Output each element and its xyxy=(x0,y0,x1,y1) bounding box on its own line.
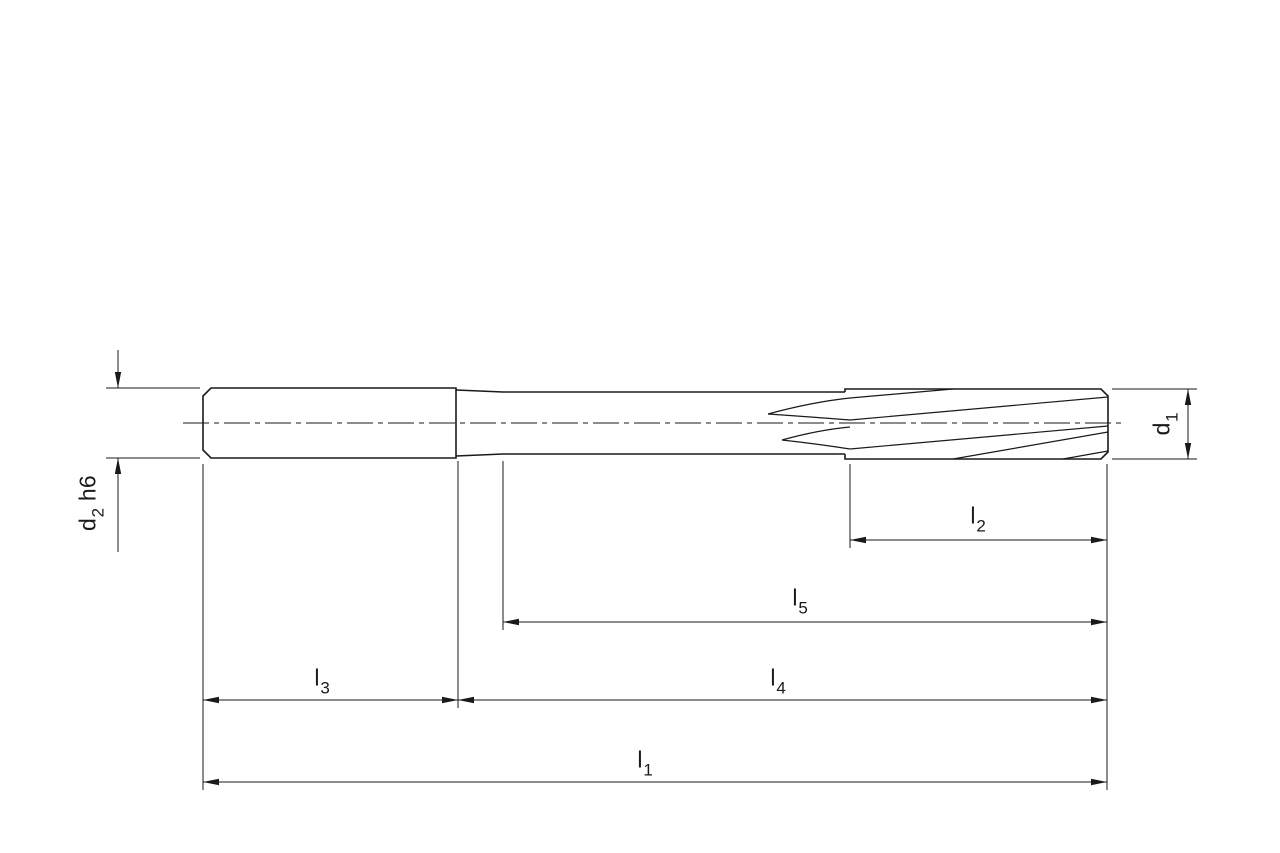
dim-d2-sub: 2 xyxy=(88,507,108,518)
dim-l1-base: l xyxy=(637,746,643,773)
dim-l3-base: l xyxy=(314,664,320,691)
dim-l2-base: l xyxy=(970,502,976,529)
flute-lines xyxy=(767,388,1109,460)
dim-d2-base: d xyxy=(74,517,101,532)
reamer-outline xyxy=(202,387,1109,460)
shank-outline xyxy=(202,387,457,459)
dim-label-l4: l4 xyxy=(770,664,785,697)
flute-runout-upper-lower-edge xyxy=(767,413,851,421)
dim-l4-sub: 4 xyxy=(776,678,787,698)
flute-runout-lower-lower-edge xyxy=(781,439,851,450)
dim-l2-sub: 2 xyxy=(976,516,987,536)
dim-label-l5: l5 xyxy=(792,584,807,617)
neck-bottom-edge xyxy=(455,453,845,457)
dim-label-d2-h6: d2 h6 xyxy=(74,474,108,532)
flute-helix-line xyxy=(1062,450,1109,460)
flute-helix-line xyxy=(849,425,1109,450)
dim-label-l2: l2 xyxy=(970,502,985,535)
dim-l5-base: l xyxy=(792,584,798,611)
dim-d2-tolerance: h6 xyxy=(74,474,101,502)
dim-label-l1: l1 xyxy=(637,746,652,779)
neck-top-edge xyxy=(455,389,845,393)
dim-l3-sub: 3 xyxy=(320,678,331,698)
dim-l4-base: l xyxy=(770,664,776,691)
flute-runout-upper xyxy=(767,397,851,415)
dimension-lines xyxy=(117,350,1189,783)
flute-helix-line xyxy=(849,396,1109,421)
flute-section-outline xyxy=(844,388,1109,460)
dim-label-d1: d1 xyxy=(1148,412,1182,436)
dim-d1-sub: 1 xyxy=(1162,412,1182,422)
flute-helix-line xyxy=(849,388,954,399)
extension-lines xyxy=(106,387,1197,790)
dim-label-l3: l3 xyxy=(314,664,329,697)
flute-helix-line xyxy=(952,431,1109,460)
dimension-arrowheads xyxy=(114,372,1192,786)
dim-l5-sub: 5 xyxy=(798,598,809,618)
dim-l1-sub: 1 xyxy=(643,760,654,780)
dim-d1-base: d xyxy=(1148,422,1175,436)
flute-runout-lower xyxy=(781,426,851,441)
